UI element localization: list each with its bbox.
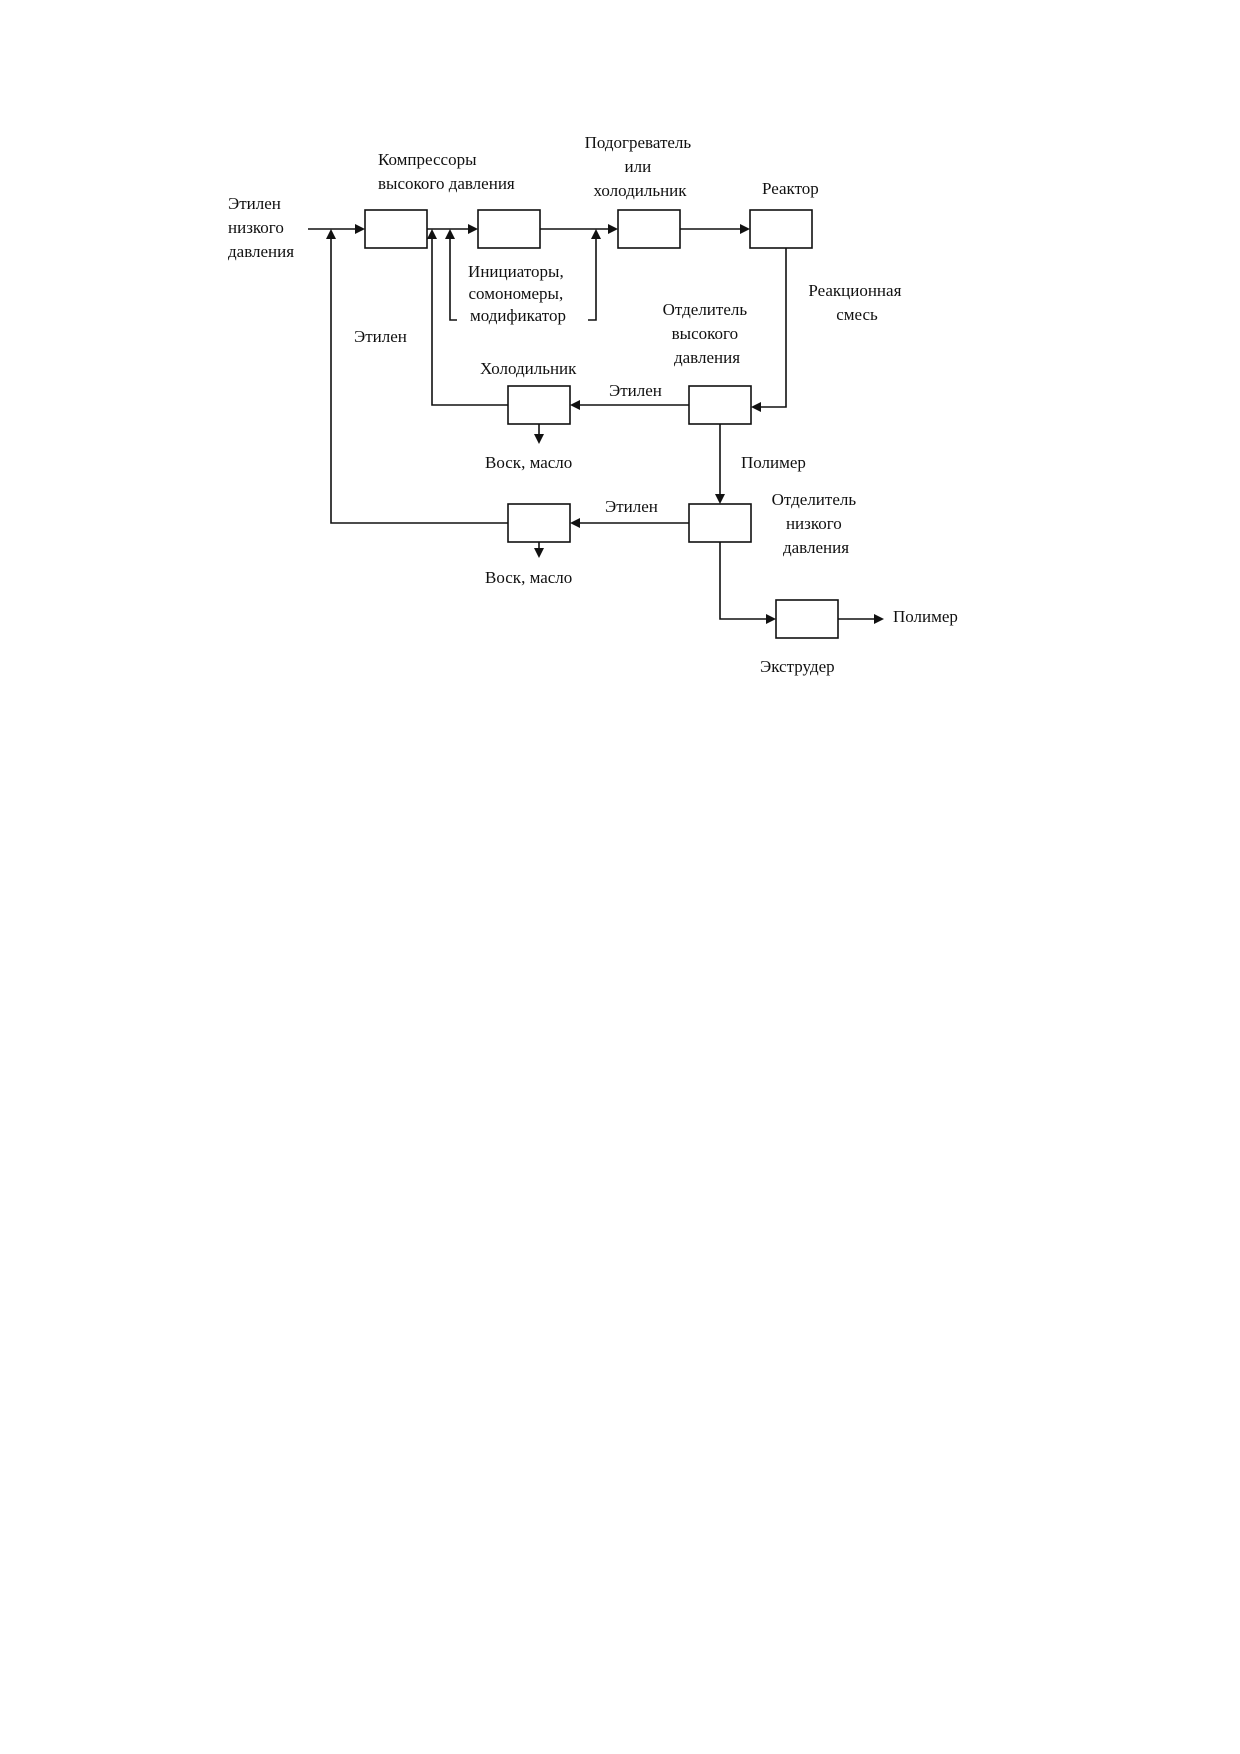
initiators-arrowhead-right xyxy=(591,229,601,239)
reactor-box xyxy=(749,209,813,249)
lp-cooler-box xyxy=(507,503,571,543)
cooler-box xyxy=(507,385,571,425)
initiators-bracket-right xyxy=(588,235,597,321)
extruder-arrowhead xyxy=(766,614,776,624)
lp-cooler-arrowhead xyxy=(570,518,580,528)
heater-cooler-box xyxy=(617,209,681,249)
polymer-out-label: Полимер xyxy=(893,607,958,626)
heater-arrowhead xyxy=(608,224,618,234)
extruder-label: Экструдер xyxy=(760,657,835,676)
ethylene-hp-label: Этилен xyxy=(609,381,662,400)
wax-oil-2-arrowhead xyxy=(534,548,544,558)
hp-recycle-arrowhead xyxy=(427,229,437,239)
lp-separator-label: Отделитель низкого давления xyxy=(772,490,861,557)
wax-oil-1-arrowhead xyxy=(534,434,544,444)
wax-oil-1-label: Воск, масло xyxy=(485,453,572,472)
extruder-box xyxy=(775,599,839,639)
lp-recycle-arrowhead xyxy=(326,229,336,239)
hp-separator-label: Отделитель высокого давления xyxy=(663,300,752,367)
initiators-bracket-left xyxy=(449,235,457,321)
compressor-1-box xyxy=(364,209,428,249)
heater-cooler-label: Подогреватель или холодильник xyxy=(585,133,696,200)
feed-arrowhead xyxy=(355,224,365,234)
initiators-label: Инициаторы, сомономеры, модификатор xyxy=(468,262,568,325)
reactor-label: Реактор xyxy=(762,179,819,198)
ethylene-return-label: Этилен xyxy=(354,327,407,346)
to-extruder-line xyxy=(719,542,770,620)
compressor-link-arrowhead xyxy=(468,224,478,234)
polymer-out-arrowhead xyxy=(874,614,884,624)
reactor-arrowhead xyxy=(740,224,750,234)
hp-recycle-line xyxy=(431,235,508,406)
ethylene-low-pressure-label: Этилен низкого давления xyxy=(228,194,294,261)
cooler-arrowhead xyxy=(570,400,580,410)
hp-separator-arrowhead xyxy=(751,402,761,412)
cooler-label: Холодильник xyxy=(480,359,577,378)
hp-separator-box xyxy=(688,385,752,425)
reaction-mixture-line xyxy=(757,248,787,408)
initiators-arrowhead-left xyxy=(445,229,455,239)
polymer-mid-label: Полимер xyxy=(741,453,806,472)
lp-separator-arrowhead xyxy=(715,494,725,504)
ethylene-lp-label: Этилен xyxy=(605,497,658,516)
lp-separator-box xyxy=(688,503,752,543)
compressor-2-box xyxy=(477,209,541,249)
wax-oil-2-label: Воск, масло xyxy=(485,568,572,587)
compressors-label: Компрессоры высокого давления xyxy=(378,150,515,193)
lp-recycle-line xyxy=(330,235,508,524)
reaction-mixture-label: Реакционная смесь xyxy=(808,281,905,324)
